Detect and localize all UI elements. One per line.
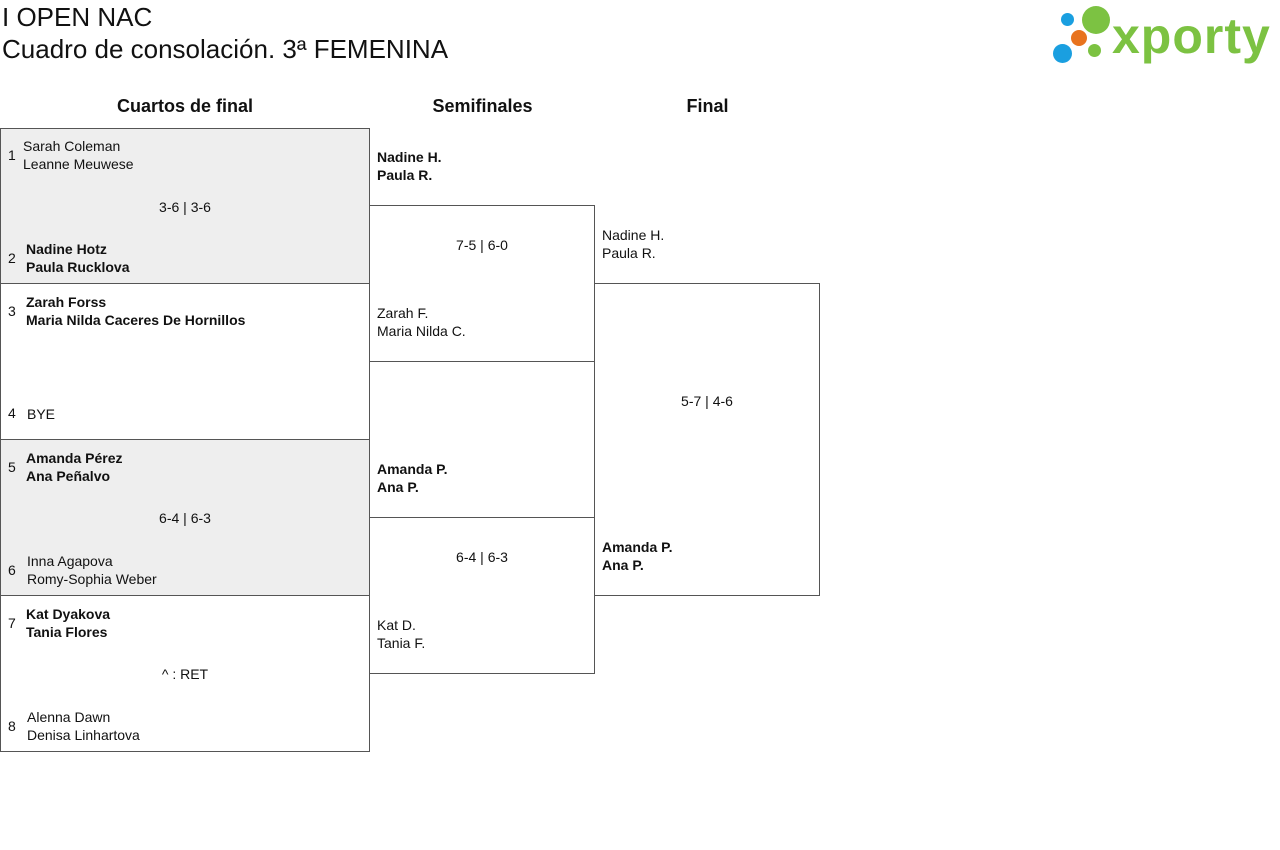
player-name-winner: Ana Peñalvo	[26, 468, 111, 484]
player-name: Romy-Sophia Weber	[27, 571, 157, 587]
player-name: Paula R.	[602, 245, 656, 261]
logo-dot-green2-icon	[1088, 44, 1101, 57]
player-name: Leanne Meuwese	[23, 156, 134, 172]
player-name-winner: Ana P.	[602, 557, 644, 573]
match-score: ^ : RET	[161, 666, 209, 682]
player-name-winner: Maria Nilda Caceres De Hornillos	[26, 312, 246, 328]
player-name-winner: Paula Rucklova	[26, 259, 130, 275]
seed-number: 2	[8, 250, 16, 266]
tournament-title: I OPEN NAC	[2, 2, 153, 32]
player-name-winner: Nadine Hotz	[26, 241, 107, 257]
logo-dot-blue-icon	[1061, 13, 1074, 26]
player-name: Denisa Linhartova	[27, 727, 140, 743]
quarterfinal-match-1[interactable]: 1 Sarah Coleman Leanne Meuwese 3-6 | 3-6…	[0, 128, 370, 284]
player-name: Sarah Coleman	[23, 138, 121, 154]
logo-dot-green-icon	[1082, 6, 1110, 34]
quarterfinal-match-4[interactable]: 7 Kat Dyakova Tania Flores ^ : RET 8 Ale…	[0, 595, 370, 752]
match-score: 6-4 | 6-3	[159, 510, 211, 526]
player-name: Maria Nilda C.	[377, 323, 466, 339]
round-header-final: Final	[686, 96, 729, 116]
player-name-winner: Paula R.	[377, 167, 433, 183]
quarterfinal-match-3[interactable]: 5 Amanda Pérez Ana Peñalvo 6-4 | 6-3 6 I…	[0, 439, 370, 596]
player-name: Alenna Dawn	[27, 709, 111, 725]
player-name-winner: Amanda Pérez	[26, 450, 123, 466]
player-name-winner: Nadine H.	[377, 149, 442, 165]
logo-dot-blue2-icon	[1053, 44, 1072, 63]
match-score: 5-7 | 4-6	[681, 393, 733, 409]
player-name: Tania F.	[377, 635, 426, 651]
seed-number: 5	[8, 459, 16, 475]
player-name-winner: Amanda P.	[602, 539, 673, 555]
final-match[interactable]: 5-7 | 4-6 Amanda P. Ana P.	[594, 283, 820, 596]
logo-dot-orange-icon	[1071, 30, 1087, 46]
player-name-winner: Zarah Forss	[26, 294, 107, 310]
seed-number: 8	[8, 718, 16, 734]
round-header-quarterfinals: Cuartos de final	[116, 96, 254, 116]
seed-number: 4	[8, 405, 16, 421]
match-score: 3-6 | 3-6	[159, 199, 211, 215]
semifinal-match-1[interactable]: 7-5 | 6-0 Zarah F. Maria Nilda C.	[369, 205, 595, 362]
player-name-winner: Amanda P.	[377, 461, 448, 477]
draw-subtitle: Cuadro de consolación. 3ª FEMENINA	[2, 34, 449, 64]
round-header-semifinals: Semifinales	[432, 96, 533, 116]
player-name-winner: Kat Dyakova	[26, 606, 111, 622]
player-name: Kat D.	[377, 617, 416, 633]
player-name: BYE	[27, 406, 56, 422]
match-score: 6-4 | 6-3	[456, 549, 508, 565]
seed-number: 3	[8, 303, 16, 319]
xporty-logo[interactable]: xporty	[1050, 4, 1276, 68]
player-name: Zarah F.	[377, 305, 429, 321]
seed-number: 6	[8, 562, 16, 578]
semifinal-match-2[interactable]: 6-4 | 6-3 Kat D. Tania F.	[369, 517, 595, 674]
seed-number: 1	[8, 147, 16, 163]
player-name-winner: Tania Flores	[26, 624, 108, 640]
quarterfinal-match-2[interactable]: 3 Zarah Forss Maria Nilda Caceres De Hor…	[0, 283, 370, 440]
player-name: Inna Agapova	[27, 553, 113, 569]
player-name-winner: Ana P.	[377, 479, 419, 495]
logo-text: xporty	[1112, 8, 1271, 64]
match-score: 7-5 | 6-0	[456, 237, 508, 253]
seed-number: 7	[8, 615, 16, 631]
player-name: Nadine H.	[602, 227, 665, 243]
